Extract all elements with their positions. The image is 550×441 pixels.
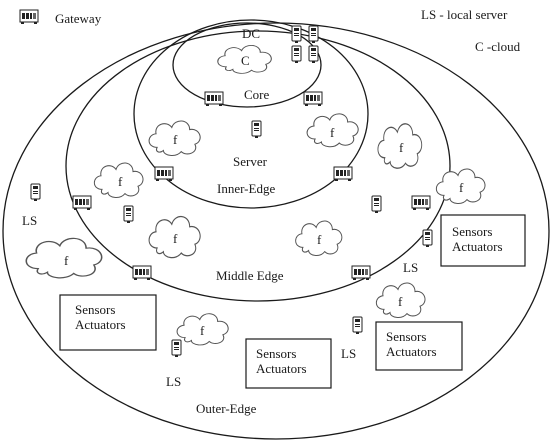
dc-ring (172, 22, 322, 108)
dc-server-icon (308, 25, 319, 44)
actuators-label: Actuators (452, 239, 503, 254)
fog-label: f (399, 140, 404, 155)
legend-gateway-label: Gateway (55, 11, 102, 26)
fog-label: f (173, 132, 178, 147)
ls-label: LS (22, 213, 37, 228)
fog-label: f (317, 232, 322, 247)
ls-label: LS (341, 346, 356, 361)
server-icon (352, 316, 363, 335)
fog-label: f (173, 231, 178, 246)
fog-label: f (398, 294, 403, 309)
server-icon (171, 339, 182, 358)
sensors-label: Sensors (256, 346, 296, 361)
actuators-label: Actuators (256, 361, 307, 376)
gateway-icon (303, 91, 323, 107)
ls-label: LS (166, 374, 181, 389)
sensors-label: Sensors (386, 329, 426, 344)
gateway-icon (333, 166, 353, 182)
actuators-label: Actuators (386, 344, 437, 359)
sensors-actuators-box: Sensors Actuators (440, 214, 526, 267)
gateway-icon (351, 265, 371, 281)
ls-label: LS (403, 260, 418, 275)
server-icon (251, 120, 262, 139)
dc-server-icon (308, 45, 319, 64)
server-icon (30, 183, 41, 202)
server-icon (123, 205, 134, 224)
dc-label: DC (242, 26, 260, 41)
fog-label: f (118, 174, 123, 189)
server-icon (422, 229, 433, 248)
server-label: Server (233, 154, 268, 169)
gateway-icon (204, 91, 224, 107)
fog-label: f (200, 323, 205, 338)
middle-edge-ring (65, 30, 451, 302)
outer-edge-label: Outer-Edge (196, 401, 257, 416)
core-label: Core (244, 87, 270, 102)
gateway-icon (411, 195, 431, 211)
legend-ls-label: LS - local server (421, 7, 508, 22)
dc-server-icon (291, 25, 302, 44)
inner-edge-ring (133, 19, 369, 209)
gateway-icon (132, 265, 152, 281)
sensors-actuators-box: Sensors Actuators (375, 321, 463, 371)
outer-edge-ring (2, 22, 550, 440)
central-cloud-label: C (241, 53, 250, 68)
dc-server-icon (291, 45, 302, 64)
sensors-label: Sensors (452, 224, 492, 239)
sensors-label: Sensors (75, 302, 115, 317)
actuators-label: Actuators (75, 317, 126, 332)
gateway-icon (19, 9, 39, 25)
fog-label: f (64, 253, 69, 268)
gateway-icon (72, 195, 92, 211)
inner-edge-label: Inner-Edge (217, 181, 275, 196)
middle-edge-label: Middle Edge (216, 268, 284, 283)
sensors-actuators-box: Sensors Actuators (59, 294, 157, 351)
legend-c-label: C -cloud (475, 39, 521, 54)
sensors-actuators-box: Sensors Actuators (245, 338, 332, 389)
fog-label: f (459, 180, 464, 195)
server-icon (371, 195, 382, 214)
fog-label: f (330, 125, 335, 140)
gateway-icon (154, 166, 174, 182)
